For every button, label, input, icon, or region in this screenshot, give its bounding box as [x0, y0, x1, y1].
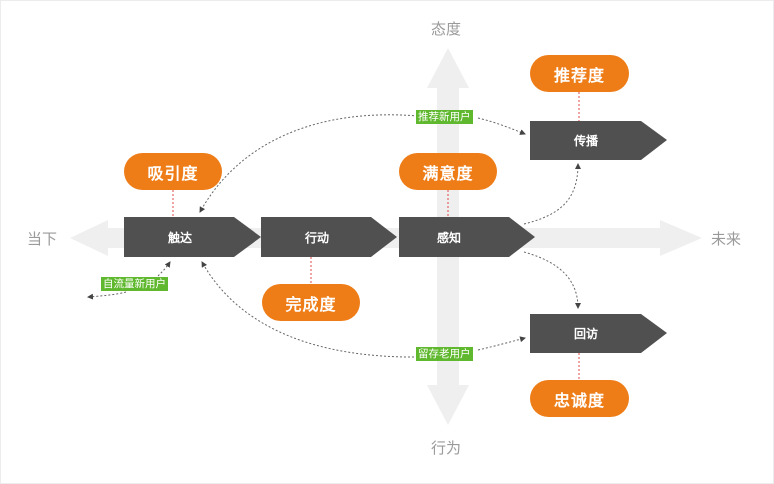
stage-label: 回访	[573, 327, 598, 341]
stage-shape-revisit	[530, 314, 667, 353]
stage-label: 感知	[436, 230, 461, 245]
flow-recommend-to-spread	[477, 117, 526, 135]
flow-retain-to-revisit	[477, 336, 526, 351]
stage-label: 传播	[573, 134, 598, 148]
flow-retain-to-touch	[201, 261, 419, 358]
stage-perception[interactable]: 感知	[399, 217, 499, 257]
tag-recommend-new-users: 推荐新用户	[416, 110, 473, 124]
stage-shape-touch	[124, 217, 261, 257]
metric-completion[interactable]: 完成度	[262, 284, 360, 321]
stage-spread[interactable]: 传播	[530, 121, 642, 160]
metric-attraction[interactable]: 吸引度	[124, 153, 222, 190]
flow-recommend-to-touch	[199, 114, 419, 213]
tag-traffic-new-users: 自流量新用户	[101, 277, 168, 291]
axis-label-future: 未来	[711, 230, 742, 248]
flow-traffic-origin	[87, 291, 127, 300]
stage-shape-action	[261, 217, 397, 257]
stage-label: 行动	[304, 230, 329, 245]
axis-label-present: 当下	[27, 230, 58, 248]
axis-label-behavior: 行为	[431, 439, 462, 457]
tag-retain-old-users: 留存老用户	[416, 347, 473, 361]
stage-touch[interactable]: 触达	[124, 217, 236, 257]
stage-label: 触达	[167, 230, 192, 245]
flow-perception-to-spread	[523, 163, 581, 225]
stage-shape-spread	[530, 121, 667, 160]
stage-shape-perception	[399, 217, 535, 257]
metric-satisfaction[interactable]: 满意度	[399, 153, 497, 190]
flow-traffic-to-touch	[157, 261, 171, 277]
stage-revisit[interactable]: 回访	[530, 314, 642, 353]
metric-recommendation[interactable]: 推荐度	[530, 55, 629, 92]
flow-perception-to-revisit	[523, 251, 581, 309]
stage-action[interactable]: 行动	[261, 217, 373, 257]
metric-loyalty[interactable]: 忠诚度	[530, 380, 629, 417]
axis-label-attitude: 态度	[431, 20, 462, 38]
